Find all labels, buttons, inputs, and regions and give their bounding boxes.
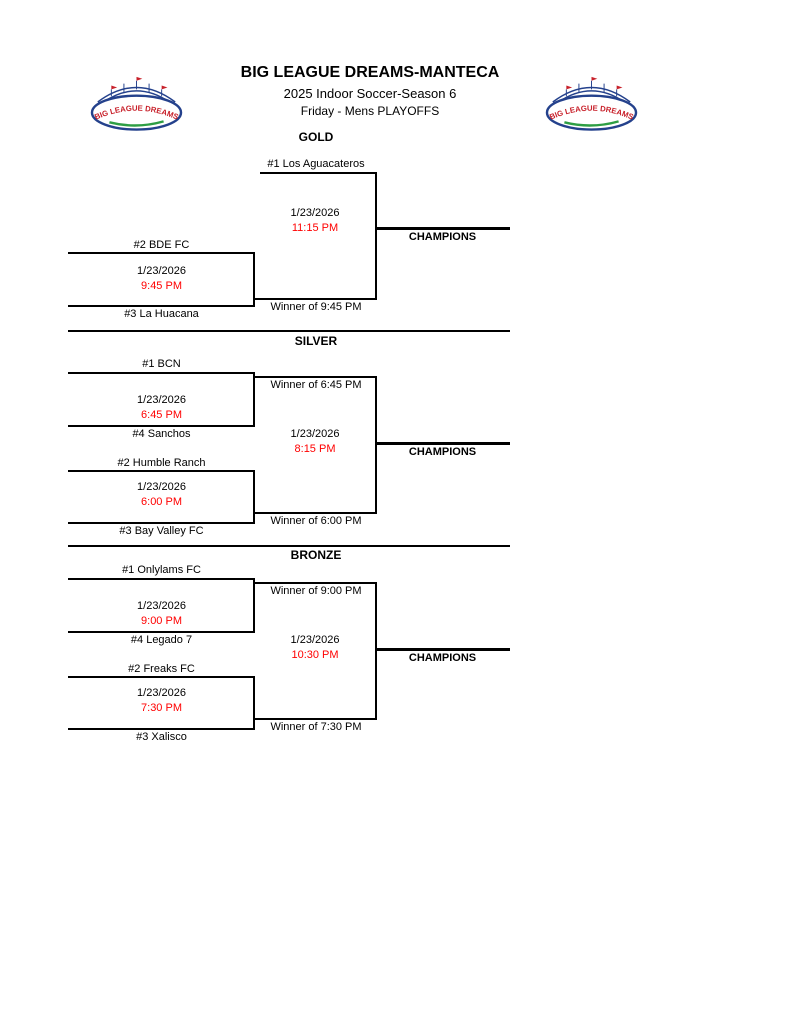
stadium-flag-icons: [566, 76, 623, 90]
final-connector-line: [375, 376, 377, 514]
champions-label: CHAMPIONS: [408, 652, 477, 664]
event-title: BIG LEAGUE DREAMS-MANTECA: [240, 64, 500, 81]
winner-line: [255, 376, 377, 378]
bld-logo-right: BIG LEAGUE DREAMS: [543, 72, 640, 132]
silver-seed3-name: #3 Bay Valley FC: [119, 525, 204, 537]
logo-swoosh: [564, 120, 619, 127]
winner-label: Winner of 7:30 PM: [270, 721, 362, 733]
winner-line: [255, 512, 377, 514]
bronze-seed4-name: #4 Legado 7: [130, 634, 193, 646]
seed-line: [68, 252, 255, 254]
seed-line: [68, 522, 255, 524]
champions-label: CHAMPIONS: [408, 446, 477, 458]
bronze-seed2-name: #2 Freaks FC: [128, 663, 195, 675]
semi1-match-date: 1/23/2026: [137, 600, 186, 612]
big-league-dreams-logo: BIG LEAGUE DREAMS: [545, 76, 638, 131]
champions-line: [377, 648, 510, 651]
final-match-date: 1/23/2026: [290, 428, 340, 440]
winner-label: Winner of 6:00 PM: [270, 515, 362, 527]
seed-line: [68, 631, 255, 633]
final-match-date: 1/23/2026: [290, 634, 340, 646]
silver-seed2-name: #2 Humble Ranch: [117, 457, 206, 469]
seed-line: [260, 172, 377, 174]
bracket-bronze: #1 Onlylams FC Winner of 9:00 PM 1/23/20…: [68, 564, 510, 749]
semi-connector-line: [253, 252, 255, 307]
champions-line: [377, 442, 510, 445]
semi1-match-time: 9:00 PM: [141, 615, 182, 627]
winner-line: [255, 582, 377, 584]
stadium-flag-icons: [111, 76, 168, 90]
bronze-seed1-name: #1 Onlylams FC: [122, 564, 201, 576]
season-subtitle: 2025 Indoor Soccer-Season 6: [283, 86, 457, 101]
section-divider: [68, 330, 510, 332]
logo-oval: [545, 94, 638, 131]
seed-line: [68, 305, 255, 307]
seed-line: [68, 728, 255, 730]
final-connector-line: [375, 582, 377, 720]
champions-label: CHAMPIONS: [408, 231, 477, 243]
big-league-dreams-logo: BIG LEAGUE DREAMS: [90, 76, 183, 131]
bronze-seed3-name: #3 Xalisco: [136, 731, 187, 743]
winner-label: Winner of 6:45 PM: [270, 379, 362, 391]
winner-line: [255, 298, 377, 300]
silver-seed1-name: #1 BCN: [142, 358, 181, 370]
division-subtitle: Friday - Mens PLAYOFFS: [300, 104, 440, 118]
champions-line: [377, 227, 510, 230]
section-divider: [68, 545, 510, 547]
gold-seed1-name: #1 Los Aguacateros: [267, 158, 365, 170]
winner-label: Winner of 9:00 PM: [270, 585, 362, 597]
semi2-match-time: 6:00 PM: [141, 496, 182, 508]
bld-logo-left: BIG LEAGUE DREAMS: [88, 72, 185, 132]
semi1-connector-line: [253, 372, 255, 427]
seed-line: [68, 470, 255, 472]
semi1-match-date: 1/23/2026: [137, 394, 186, 406]
section-title-silver: SILVER: [294, 334, 338, 348]
semi2-connector-line: [253, 676, 255, 730]
semi2-connector-line: [253, 470, 255, 524]
bracket-gold: #1 Los Aguacateros 1/23/2026 11:15 PM CH…: [68, 158, 510, 338]
final-match-date: 1/23/2026: [290, 207, 340, 219]
logo-swoosh: [109, 120, 164, 127]
semi2-match-date: 1/23/2026: [137, 687, 186, 699]
winner-line: [255, 718, 377, 720]
winner-label: Winner of 9:45 PM: [270, 301, 362, 313]
gold-seed2-name: #2 BDE FC: [133, 239, 190, 251]
bracket-silver: #1 BCN Winner of 6:45 PM 1/23/2026 6:45 …: [68, 358, 510, 543]
seed-line: [68, 676, 255, 678]
section-title-gold: GOLD: [298, 130, 334, 144]
seed-line: [68, 372, 255, 374]
gold-seed3-name: #3 La Huacana: [124, 308, 199, 320]
semi1-match-time: 6:45 PM: [141, 409, 182, 421]
section-title-bronze: BRONZE: [290, 548, 342, 562]
final-match-time: 8:15 PM: [294, 443, 336, 455]
seed-line: [68, 425, 255, 427]
logo-oval: [90, 94, 183, 131]
final-connector-line: [375, 172, 377, 300]
semi1-connector-line: [253, 578, 255, 633]
semi-match-time: 9:45 PM: [141, 280, 182, 292]
final-match-time: 11:15 PM: [291, 222, 339, 234]
semi2-match-date: 1/23/2026: [137, 481, 186, 493]
semi2-match-time: 7:30 PM: [141, 702, 182, 714]
final-match-time: 10:30 PM: [291, 649, 339, 661]
silver-seed4-name: #4 Sanchos: [132, 428, 191, 440]
seed-line: [68, 578, 255, 580]
semi-match-date: 1/23/2026: [137, 265, 186, 277]
